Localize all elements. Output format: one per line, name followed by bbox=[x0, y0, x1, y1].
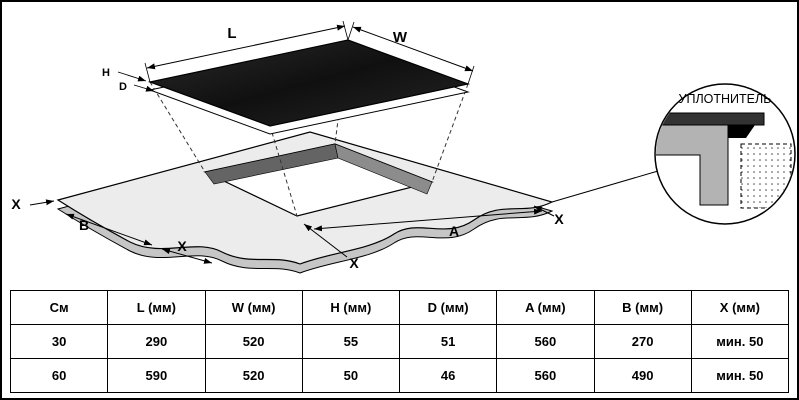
col-header-b: B (мм) bbox=[593, 290, 692, 325]
dim-label-X-bottom: X bbox=[349, 255, 359, 271]
dim-ext-line bbox=[342, 20, 349, 41]
table-header-row: См L (мм) W (мм) H (мм) D (мм) A (мм) B … bbox=[9, 290, 790, 325]
dim-line-L bbox=[146, 24, 346, 70]
projection-line bbox=[149, 81, 206, 173]
dim-line-X-right bbox=[533, 205, 555, 217]
dim-label-X-right: X bbox=[554, 211, 564, 227]
table-cell: 55 bbox=[301, 324, 401, 359]
table-cell: мин. 50 bbox=[690, 324, 790, 359]
dim-label-D: D bbox=[119, 81, 127, 93]
dim-line-X-front-left bbox=[161, 248, 213, 264]
dim-line-A bbox=[313, 208, 543, 232]
table-cell: 30 bbox=[9, 324, 109, 359]
col-header-a: A (мм) bbox=[496, 290, 595, 325]
col-header-cm: См bbox=[9, 290, 109, 325]
cooktop-dimensions: L W H D bbox=[102, 20, 475, 93]
table-cell: 51 bbox=[398, 324, 498, 359]
table-cell: мин. 50 bbox=[690, 358, 790, 393]
seal-detail-group: УПЛОТНИТЕЛЬ bbox=[551, 83, 796, 225]
table-cell: 490 bbox=[593, 358, 692, 393]
countertop-dimensions: X B X X A X bbox=[11, 196, 564, 271]
dim-label-X-left: X bbox=[11, 196, 21, 212]
detail-leader-line bbox=[551, 170, 659, 203]
col-header-x: X (мм) bbox=[690, 290, 790, 325]
table-row: 30 290 520 55 51 560 270 мин. 50 bbox=[9, 324, 790, 359]
table-row: 60 590 520 50 46 560 490 мин. 50 bbox=[9, 358, 790, 393]
table-cell: 46 bbox=[398, 358, 498, 393]
dim-ext-line bbox=[467, 65, 475, 85]
table-cell: 50 bbox=[301, 358, 401, 393]
col-header-h: H (мм) bbox=[301, 290, 401, 325]
dim-label-L: L bbox=[227, 25, 236, 42]
dim-ext-line bbox=[144, 62, 151, 83]
cooktop-glass-panel bbox=[147, 39, 471, 127]
dimensions-table-grid: См L (мм) W (мм) H (мм) D (мм) A (мм) B … bbox=[9, 290, 790, 393]
table-cell: 60 bbox=[9, 358, 109, 393]
col-header-l: L (мм) bbox=[107, 290, 206, 325]
table-cell: 590 bbox=[107, 358, 206, 393]
installation-diagram: L W H D X B X X A bbox=[11, 20, 796, 274]
table-cell: 520 bbox=[204, 324, 303, 359]
dimensions-table: См L (мм) W (мм) H (мм) D (мм) A (мм) B … bbox=[9, 290, 790, 393]
dim-label-H: H bbox=[102, 67, 110, 79]
dim-label-X-front-left: X bbox=[177, 238, 187, 254]
cooktop-group bbox=[147, 39, 471, 135]
dim-line-W bbox=[352, 26, 474, 72]
detail-label: УПЛОТНИТЕЛЬ bbox=[679, 92, 772, 106]
dim-ext-line bbox=[347, 21, 355, 41]
table-cell: 520 bbox=[204, 358, 303, 393]
detail-glass-section bbox=[656, 112, 765, 126]
table-cell: 560 bbox=[496, 358, 595, 393]
countertop-group bbox=[56, 131, 554, 274]
cutout-wall-right bbox=[334, 143, 433, 195]
table-cell: 560 bbox=[496, 324, 595, 359]
dim-label-B: B bbox=[79, 217, 89, 233]
projection-line bbox=[269, 125, 298, 217]
col-header-w: W (мм) bbox=[204, 290, 303, 325]
col-header-d: D (мм) bbox=[398, 290, 498, 325]
detail-cabinet-section bbox=[740, 143, 792, 209]
projection-line bbox=[431, 83, 469, 183]
dim-line-B bbox=[65, 213, 153, 246]
dim-line-X-bottom bbox=[303, 223, 348, 258]
table-cell: 290 bbox=[107, 324, 206, 359]
dim-line-D bbox=[133, 84, 155, 92]
dim-label-W: W bbox=[393, 29, 408, 46]
dim-label-A: A bbox=[449, 223, 459, 239]
dim-line-X-left bbox=[29, 199, 55, 206]
detail-seal bbox=[728, 125, 755, 138]
dim-line-H bbox=[117, 71, 147, 82]
table-cell: 270 bbox=[593, 324, 692, 359]
